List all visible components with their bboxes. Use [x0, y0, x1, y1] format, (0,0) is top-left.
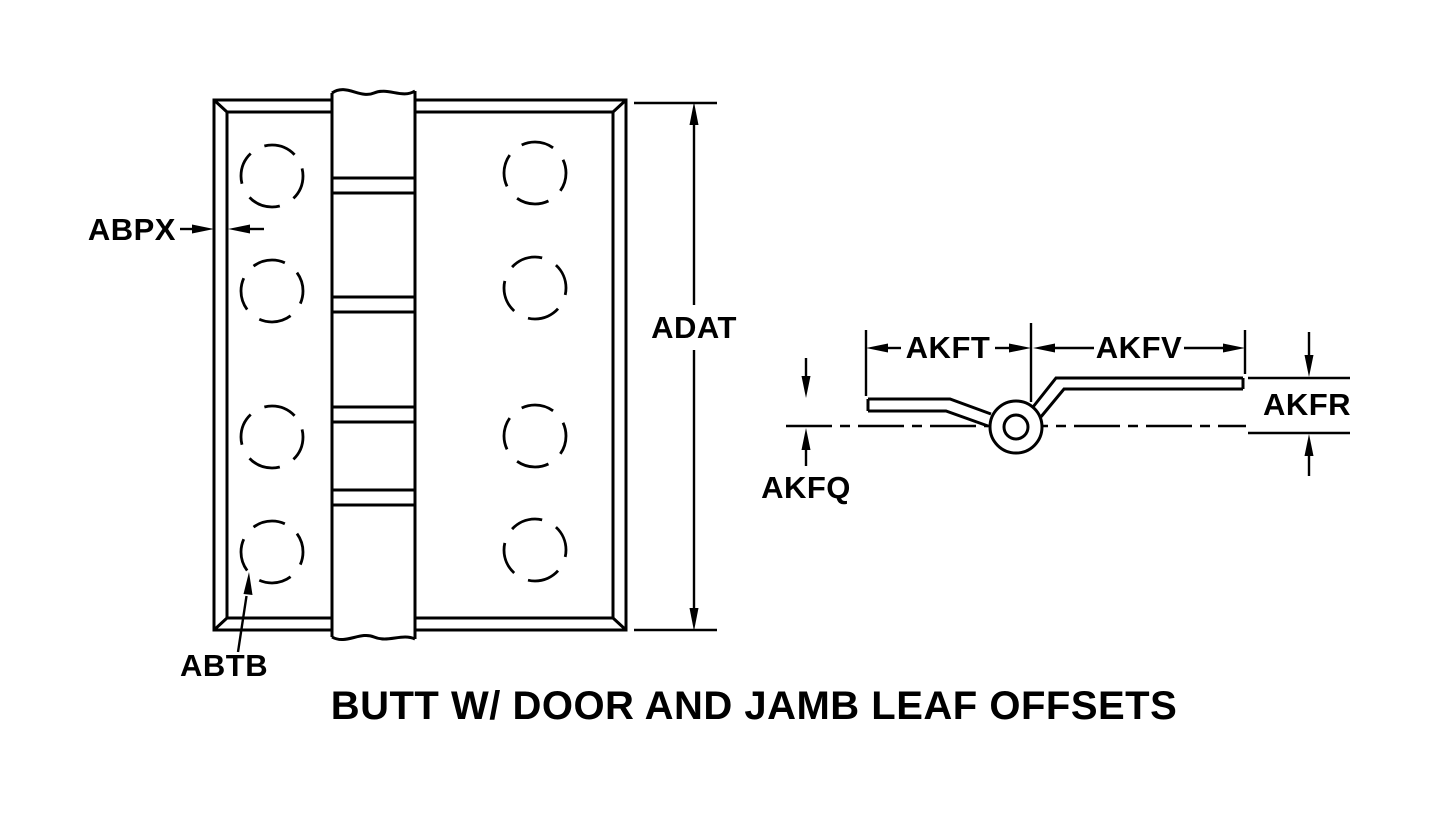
right-leaf-corner-bevels [611, 98, 628, 632]
dimension-adat: ADAT [634, 101, 737, 632]
akfv-arrowhead-left [1033, 343, 1055, 353]
screw-hole [502, 255, 568, 321]
dimension-akfv: AKFV [1033, 330, 1247, 374]
dimension-akfr: AKFR [1248, 332, 1351, 476]
adat-arrowhead-down [689, 608, 699, 631]
akfr-arrowhead-down [1304, 355, 1314, 377]
pin-break-bottom [331, 634, 416, 642]
dimension-abpx: ABPX [88, 212, 264, 247]
abtb-arrowhead [243, 572, 253, 595]
left-leaf-inner-border [225, 110, 332, 620]
abtb-leader-line [236, 595, 248, 653]
left-leaf-outline [212, 98, 332, 632]
screw-hole [239, 404, 305, 470]
hinge-knuckle [330, 88, 417, 642]
knuckle-joint-3 [332, 405, 415, 424]
akft-arrowhead-left [866, 343, 888, 353]
akfq-arrowhead-up [801, 428, 811, 450]
right-leaf-inner-border [415, 110, 615, 620]
akfv-arrowhead-right [1223, 343, 1245, 353]
screw-hole [502, 403, 568, 469]
label-adat: ADAT [651, 310, 737, 345]
dimension-akfq: AKFQ [761, 358, 851, 505]
abpx-arrowhead-left-pointing [228, 224, 250, 234]
side-knuckle-outer [988, 399, 1044, 455]
knuckle-joint-2 [332, 295, 415, 314]
akft-arrowhead-right [1009, 343, 1031, 353]
side-jamb-leaf [1031, 376, 1245, 419]
label-akft: AKFT [906, 330, 991, 365]
abpx-arrowhead-right-pointing [192, 224, 214, 234]
label-abtb: ABTB [180, 648, 268, 683]
screw-hole [502, 140, 568, 206]
akfq-arrowhead-down [801, 376, 811, 398]
screw-holes [239, 140, 568, 585]
left-leaf-corner-bevels [212, 98, 229, 632]
diagram-title: BUTT W/ DOOR AND JAMB LEAF OFFSETS [331, 684, 1178, 728]
knuckle-joint-1 [332, 176, 415, 195]
screw-hole [239, 258, 305, 324]
screw-hole [239, 143, 305, 209]
dimension-akft: AKFT [864, 323, 1033, 402]
label-akfv: AKFV [1096, 330, 1182, 365]
screw-hole [502, 517, 568, 583]
callout-abtb: ABTB [180, 572, 268, 683]
label-akfq: AKFQ [761, 470, 851, 505]
adat-arrowhead-up [689, 102, 699, 125]
side-door-leaf [866, 397, 992, 428]
knuckle-joint-4 [332, 488, 415, 507]
screw-hole [239, 519, 305, 585]
hinge-front-view [212, 88, 628, 642]
pin-break-top [331, 88, 416, 96]
akfr-arrowhead-up [1304, 434, 1314, 456]
side-knuckle-pin [1002, 413, 1030, 441]
right-leaf-outline [415, 98, 628, 632]
label-akfr: AKFR [1263, 387, 1351, 422]
label-abpx: ABPX [88, 212, 176, 247]
hinge-side-view [786, 376, 1246, 455]
